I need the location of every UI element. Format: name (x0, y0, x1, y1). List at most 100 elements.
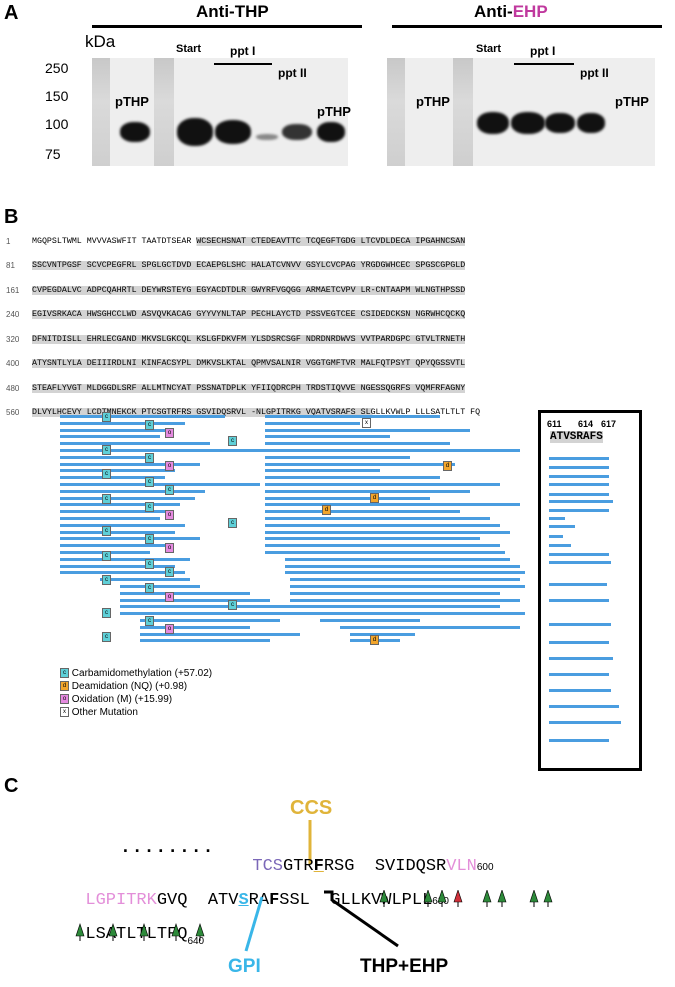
dotted-ellipsis: ........ (120, 838, 215, 858)
inset-peptide-bar (549, 457, 609, 460)
label-ppt1-right: ppt I (530, 44, 556, 58)
modification-marker: c (228, 518, 237, 529)
inset-peptide-bar (549, 475, 609, 478)
peptide-bar (60, 557, 190, 561)
inset-box: 611 614 617 ATVSRAFS (538, 410, 642, 771)
cleavage-arrow (482, 890, 492, 903)
peptide-bar (265, 544, 500, 548)
peptide-bar (265, 530, 510, 534)
ccs-line (308, 820, 312, 864)
ladder-lane (154, 58, 174, 166)
cleavage-site-f: F (269, 891, 280, 910)
ladder-lane (387, 58, 405, 166)
peptide-bar (265, 537, 480, 541)
panel-c-letter: C (4, 775, 19, 797)
label-pthp-left2: pTHP (317, 104, 351, 119)
peptide-bar (60, 421, 185, 425)
cleavage-arrow (75, 923, 85, 937)
peptide-bar (285, 557, 510, 561)
cleavage-arrow (171, 923, 181, 937)
peptide-bar (60, 523, 185, 527)
ppt1-bar-right (514, 63, 574, 65)
modification-marker: c (102, 550, 111, 561)
label-ppt2-right: ppt II (580, 66, 609, 80)
modification-marker: c (145, 501, 154, 512)
inset-peptide-bar (549, 535, 563, 538)
peptide-bar (120, 598, 270, 602)
position-640: 640 (187, 936, 205, 947)
seq-segment: GVQ ATV (156, 891, 239, 910)
peptide-bar (265, 449, 520, 452)
peptide-bar (120, 612, 300, 616)
peptide-bar (265, 455, 410, 459)
peptide-bar (265, 503, 520, 507)
sequence-position-number: 480 (6, 384, 20, 393)
anti-ehp-prefix: Anti- (474, 2, 513, 21)
sequence-row: STEAFLYVGT MLDGGDLSRF ALLMTNCYAT PSSNATD… (32, 384, 466, 393)
inset-peptide-bar (549, 739, 609, 742)
legend-label: Other Mutation (71, 707, 138, 718)
peptide-bar (60, 489, 205, 493)
deamidation-marker: d (322, 505, 331, 515)
modification-marker: c (228, 599, 237, 610)
peptide-bar (60, 537, 200, 541)
inset-peptide-bar (549, 525, 575, 528)
peptide-bar (60, 435, 160, 439)
inset-peptide-bar (549, 583, 607, 586)
modification-marker: c (102, 469, 111, 480)
peptide-bar (265, 415, 440, 418)
peptide-bar (265, 523, 500, 527)
peptide-bar (265, 421, 360, 425)
sequence-position-number: 320 (6, 335, 20, 344)
peptide-bar (60, 449, 350, 452)
peptide-bar (60, 544, 165, 548)
deamidation-marker: d (370, 635, 379, 645)
anti-thp-title: Anti-THP (196, 2, 269, 21)
inset-peptide-bar (549, 561, 611, 564)
band-pthp-right (317, 122, 345, 142)
label-pthp-right: pTHP (416, 94, 450, 109)
peptide-bar (140, 632, 300, 636)
seq-segment: GTR (283, 857, 314, 876)
deamidation-marker: d (370, 493, 379, 503)
oxidation-swatch: o (60, 694, 69, 705)
modification-marker: c (145, 420, 154, 431)
seq-purple-tcs: TCS (252, 857, 284, 876)
modification-marker: c (145, 477, 154, 488)
peptide-bar (300, 605, 500, 609)
panel-a-letter: A (4, 2, 19, 24)
anti-ehp-title: Anti-EHP (474, 2, 548, 22)
peptide-bar (290, 585, 525, 588)
seq-segment: RSG SVIDQSR (323, 857, 447, 876)
peptide-bar (120, 591, 250, 595)
peptide-bar (140, 619, 280, 622)
modification-marker: c (102, 575, 111, 586)
modification-marker: o (165, 624, 174, 635)
peptide-bar (320, 619, 420, 622)
sequence-line-2: LGPITRKGVQ ATVSRAFSSL GLLKVWLPLL630 (65, 872, 449, 910)
modification-marker: c (228, 436, 237, 447)
modification-marker: o (165, 542, 174, 553)
modification-marker: o (165, 591, 174, 602)
sequence-row: CVPEGDALVC ADPCQAHRTL DEYWRSTEYG EGYACDT… (32, 286, 466, 295)
sequence-row: SSCVNTPGSF SCVCPEGFRL SPGLGCTDVD ECAEPGL… (32, 261, 466, 270)
label-start-right: Start (476, 43, 502, 55)
peptide-bar (120, 585, 200, 588)
blot-anti-ehp (387, 58, 655, 166)
cleavage-arrow (195, 923, 205, 937)
modification-marker: c (102, 632, 111, 643)
peptide-bar (60, 476, 165, 480)
inset-position-611: 611 (547, 419, 562, 429)
other-mutation-marker: x (362, 418, 371, 428)
peptide-bar (300, 612, 525, 616)
inset-peptide-bar (549, 641, 609, 644)
carbamidomethyl-swatch: c (60, 668, 69, 679)
deamidation-marker: d (443, 461, 452, 471)
peptide-bar (290, 578, 520, 582)
modification-marker: c (165, 567, 174, 578)
inset-peptide-bar (549, 509, 609, 512)
modification-marker: c (145, 558, 154, 569)
modification-marker: c (102, 493, 111, 504)
gpi-line (244, 896, 264, 952)
